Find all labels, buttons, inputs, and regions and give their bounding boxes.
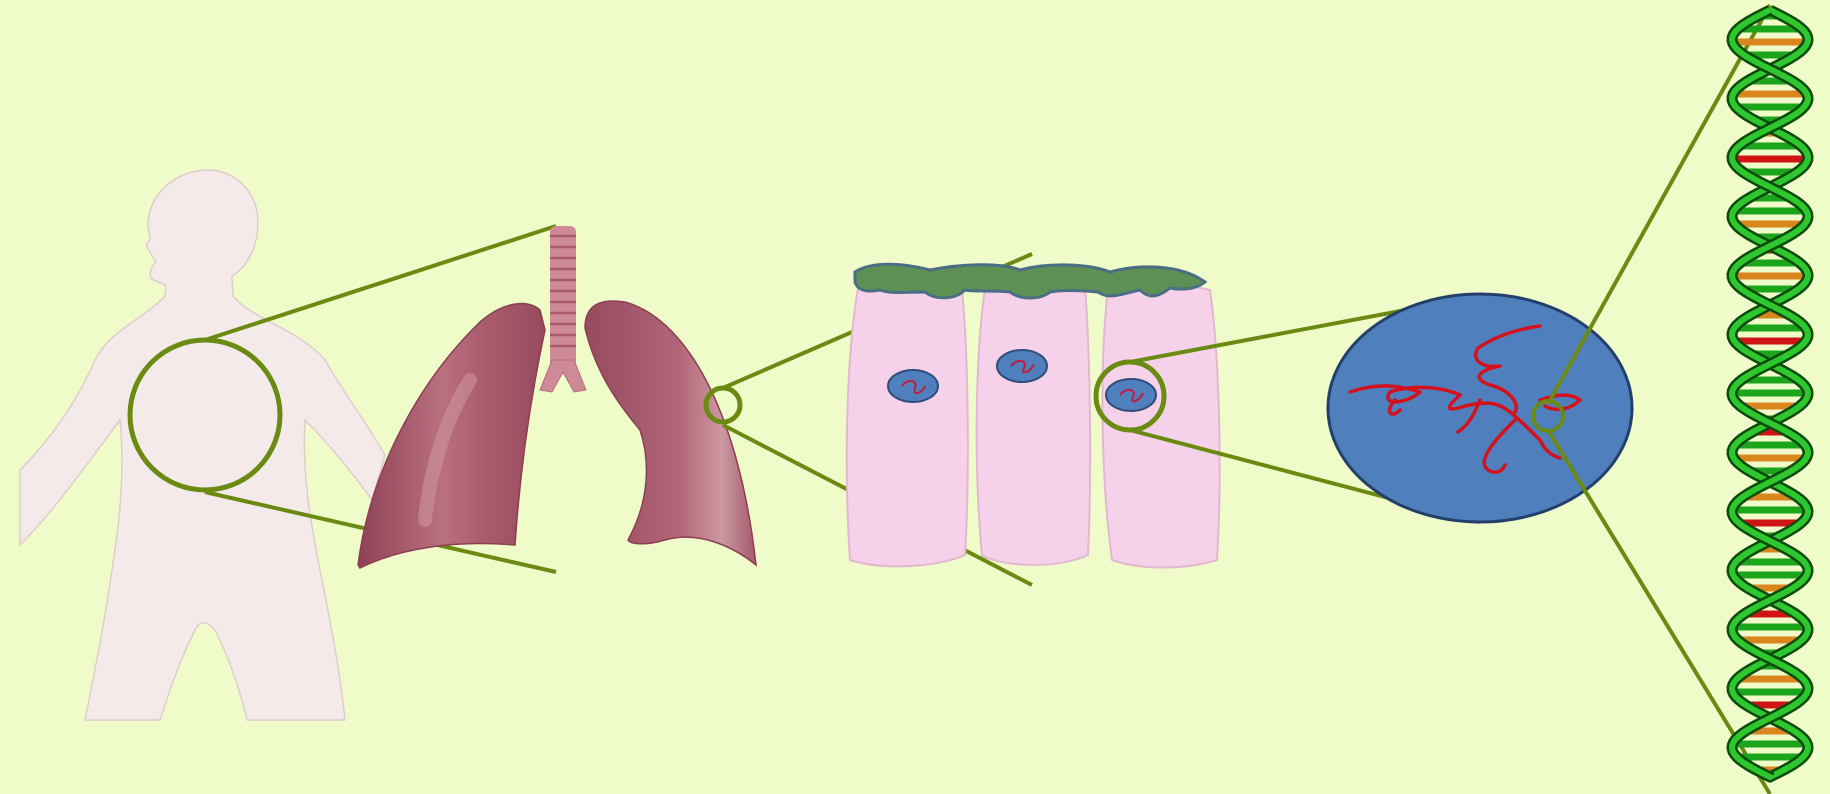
right-lung — [585, 301, 756, 565]
dna-helix-icon — [1732, 10, 1808, 778]
cells-icon — [847, 264, 1220, 567]
nucleus-icon — [1328, 294, 1632, 522]
cell-1 — [847, 284, 968, 567]
trachea — [540, 226, 586, 392]
nucleus-large — [1328, 294, 1632, 522]
cell-2 — [977, 282, 1090, 565]
nucleus-small-3 — [1106, 379, 1156, 411]
left-lung — [358, 304, 545, 568]
nucleus-small-2 — [997, 350, 1047, 382]
body-outline — [20, 170, 385, 720]
nucleus-small-1 — [888, 370, 938, 402]
lungs-icon — [358, 226, 756, 568]
cell-3 — [1102, 282, 1219, 567]
human-silhouette-icon — [20, 170, 385, 720]
cilia-layer — [855, 264, 1205, 298]
